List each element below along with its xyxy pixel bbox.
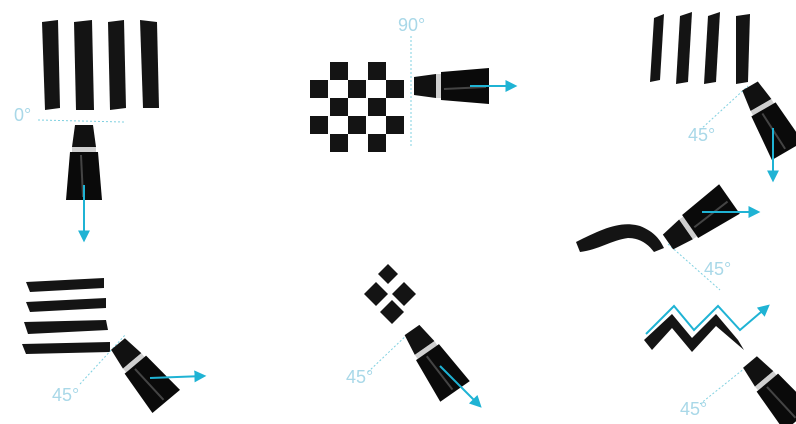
guide-line <box>700 364 750 404</box>
panel-zero-degree <box>38 20 159 240</box>
angle-label-bottom-center: 45° <box>346 368 373 386</box>
guide-line <box>38 120 124 122</box>
marker-pen-icon <box>397 320 470 402</box>
marker-pen-icon <box>104 332 180 413</box>
slanted-ink-strokes <box>650 12 750 84</box>
panel-forty-five-diamonds <box>364 264 480 406</box>
angle-label-middle-right: 45° <box>704 260 731 278</box>
marker-pen-icon <box>736 350 796 424</box>
angle-label-top-right: 45° <box>688 126 715 144</box>
marker-pen-icon <box>658 184 740 257</box>
horizontal-ink-strokes <box>22 278 110 354</box>
panel-forty-five-vertical <box>650 12 796 180</box>
angle-label-zero: 0° <box>14 106 31 124</box>
angle-label-bottom-right: 45° <box>680 400 707 418</box>
panel-ninety-degree <box>310 36 515 152</box>
guide-line <box>700 86 748 130</box>
checkerboard-ink-pattern <box>310 62 404 152</box>
angle-label-bottom-left: 45° <box>52 386 79 404</box>
diamond-ink-pattern <box>364 264 416 324</box>
angle-label-ninety: 90° <box>398 16 425 34</box>
panel-forty-five-zigzag <box>644 306 796 424</box>
vertical-ink-strokes <box>42 20 159 110</box>
panel-forty-five-stripes <box>22 278 204 413</box>
marker-pen-icon <box>734 77 796 160</box>
guide-line <box>368 332 410 372</box>
ribbon-ink-stroke <box>576 224 664 252</box>
